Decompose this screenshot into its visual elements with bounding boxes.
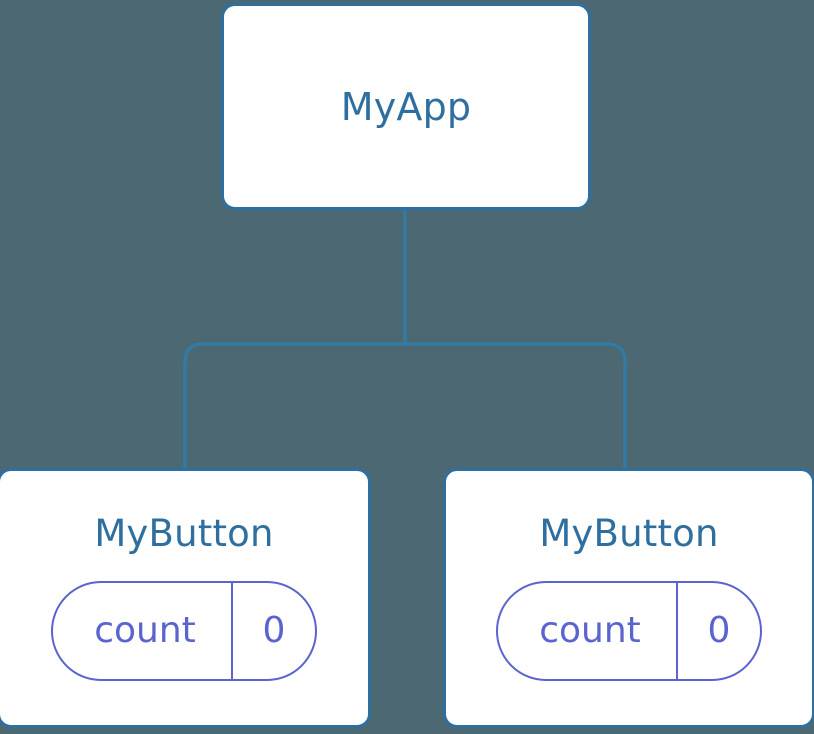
state-value-1: 0 [231,583,315,679]
state-key-2: count [539,610,641,651]
node-mybutton-1[interactable]: MyButton count 0 [0,468,371,728]
node-mybutton-2[interactable]: MyButton count 0 [443,468,814,728]
state-key-1: count [94,610,196,651]
node-myapp[interactable]: MyApp [221,3,591,210]
state-capsule-2[interactable]: count 0 [496,581,762,681]
edge-child-bus [183,342,627,468]
node-myapp-title: MyApp [340,84,472,129]
node-mybutton-2-title: MyButton [539,512,719,555]
state-value-2: 0 [676,583,760,679]
state-capsule-1[interactable]: count 0 [51,581,317,681]
node-mybutton-1-title: MyButton [94,512,274,555]
